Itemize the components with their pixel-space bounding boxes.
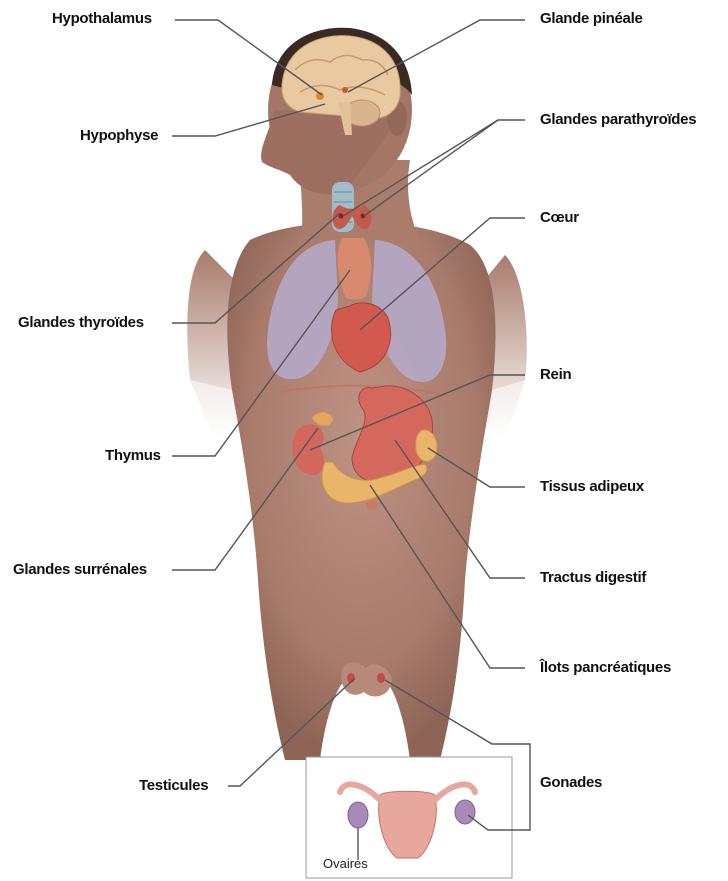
label-glandes-parathyroides: Glandes parathyroïdes [540, 111, 696, 129]
label-glandes-surrenales: Glandes surrénales [13, 561, 147, 579]
label-thymus: Thymus [105, 447, 161, 465]
label-ilots-pancreatiques: Îlots pancréatiques [540, 659, 671, 677]
label-testicules: Testicules [139, 777, 208, 795]
label-ovaires: Ovaires [323, 855, 368, 873]
label-hypophyse: Hypophyse [80, 127, 158, 145]
label-glandes-thyroides: Glandes thyroïdes [18, 314, 144, 332]
label-coeur: Cœur [540, 209, 579, 227]
label-tissus-adipeux: Tissus adipeux [540, 478, 644, 496]
label-glande-pineale: Glande pinéale [540, 10, 643, 28]
label-tractus-digestif: Tractus digestif [540, 569, 646, 587]
label-hypothalamus: Hypothalamus [52, 10, 152, 28]
label-rein: Rein [540, 366, 571, 384]
label-gonades: Gonades [540, 774, 602, 792]
